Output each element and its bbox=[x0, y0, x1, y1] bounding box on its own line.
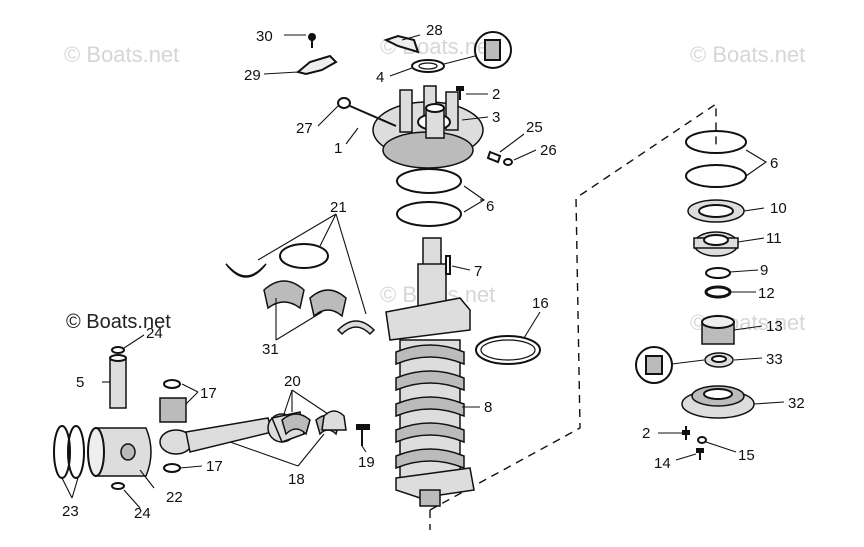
watermark-mid-left: © Boats.net bbox=[66, 311, 171, 333]
leader-lines bbox=[61, 34, 785, 509]
callout-23: 23 bbox=[62, 503, 79, 520]
o-ring-6-right-lower bbox=[685, 164, 747, 188]
callout-10: 10 bbox=[770, 200, 787, 217]
bearing-half-21-right bbox=[336, 320, 376, 336]
callout-3: 3 bbox=[492, 109, 500, 126]
bearing-ring-21 bbox=[279, 243, 329, 269]
retainer-24-bottom bbox=[111, 482, 125, 490]
seal-33-detail-icon bbox=[635, 346, 705, 384]
screw-2-top bbox=[456, 86, 464, 100]
callout-6-right: 6 bbox=[770, 155, 778, 172]
seal-33 bbox=[704, 352, 734, 368]
seal-detail-icon bbox=[443, 31, 512, 69]
lower-bearing-housing-32 bbox=[681, 385, 755, 419]
seal-10 bbox=[687, 199, 745, 223]
nut-27 bbox=[337, 97, 351, 109]
pin-7 bbox=[445, 255, 451, 275]
piston-22 bbox=[87, 427, 152, 477]
o-ring-6-upper bbox=[396, 168, 462, 194]
bearing-half-21-left bbox=[225, 263, 267, 278]
fitting-25 bbox=[486, 150, 502, 164]
callout-9: 9 bbox=[760, 262, 768, 279]
screw-14 bbox=[696, 448, 704, 460]
callout-11: 11 bbox=[766, 230, 782, 247]
o-ring-12 bbox=[704, 285, 732, 299]
washer-17-bottom bbox=[163, 463, 181, 473]
screw-2-bottom bbox=[682, 426, 690, 440]
assembly-dashed-line bbox=[429, 102, 717, 530]
callout-6-center: 6 bbox=[486, 198, 494, 215]
callout-19: 19 bbox=[358, 454, 375, 471]
callout-29: 29 bbox=[244, 67, 261, 84]
rod-cap bbox=[321, 410, 347, 431]
callout-16: 16 bbox=[532, 295, 549, 312]
callout-27: 27 bbox=[296, 120, 313, 137]
callout-2-top: 2 bbox=[492, 86, 500, 103]
upper-bearing-housing bbox=[372, 85, 484, 169]
callout-25: 25 bbox=[526, 119, 543, 136]
callout-26: 26 bbox=[540, 142, 557, 159]
bearing-13 bbox=[701, 315, 735, 345]
washer-17-top bbox=[163, 379, 181, 389]
screw-19 bbox=[356, 424, 370, 446]
callout-1: 1 bbox=[334, 140, 342, 157]
callout-21: 21 bbox=[330, 199, 347, 216]
needle-bearing-17 bbox=[159, 397, 187, 423]
needle-bearing-31-left bbox=[263, 280, 305, 310]
seal-4 bbox=[411, 59, 445, 73]
callout-5: 5 bbox=[76, 374, 84, 391]
callout-14: 14 bbox=[654, 455, 671, 472]
screw-30 bbox=[308, 33, 316, 48]
callout-32: 32 bbox=[788, 395, 805, 412]
callout-17-bottom: 17 bbox=[206, 458, 223, 475]
callout-33: 33 bbox=[766, 351, 783, 368]
callout-18: 18 bbox=[288, 471, 305, 488]
callout-24-top: 24 bbox=[146, 325, 163, 342]
washer-26 bbox=[503, 158, 513, 166]
watermark-top-left: © Boats.net bbox=[64, 42, 179, 67]
crankshaft bbox=[385, 237, 475, 507]
callout-28: 28 bbox=[426, 22, 443, 39]
callout-8: 8 bbox=[484, 399, 492, 416]
washer-15 bbox=[697, 436, 707, 444]
ball-bearing-11 bbox=[693, 231, 739, 257]
callout-12: 12 bbox=[758, 285, 775, 302]
o-ring-6-lower bbox=[396, 201, 462, 227]
watermark-top-right: © Boats.net bbox=[690, 42, 805, 67]
wrist-pin-5 bbox=[109, 354, 127, 409]
retaining-ring-16 bbox=[475, 335, 541, 365]
o-ring-6-right-upper bbox=[685, 130, 747, 154]
rod-bearing-20-left bbox=[281, 413, 311, 436]
callout-15: 15 bbox=[738, 447, 755, 464]
callout-30: 30 bbox=[256, 28, 273, 45]
clip-29 bbox=[295, 54, 338, 76]
needle-bearing-31-right bbox=[309, 289, 347, 318]
callout-17-top: 17 bbox=[200, 385, 217, 402]
retaining-ring-9 bbox=[705, 267, 731, 279]
callout-22: 22 bbox=[166, 489, 183, 506]
callout-31: 31 bbox=[262, 341, 279, 358]
callout-7: 7 bbox=[474, 263, 482, 280]
callout-2-bottom: 2 bbox=[642, 425, 650, 442]
retainer-24-top bbox=[111, 346, 125, 354]
callout-24-bottom: 24 bbox=[134, 505, 151, 522]
bolt-1 bbox=[349, 105, 397, 127]
callout-13: 13 bbox=[766, 318, 783, 335]
bracket-28 bbox=[383, 34, 420, 54]
piston-ring-23-b bbox=[67, 425, 85, 479]
callout-20: 20 bbox=[284, 373, 301, 390]
callout-4: 4 bbox=[376, 69, 384, 86]
